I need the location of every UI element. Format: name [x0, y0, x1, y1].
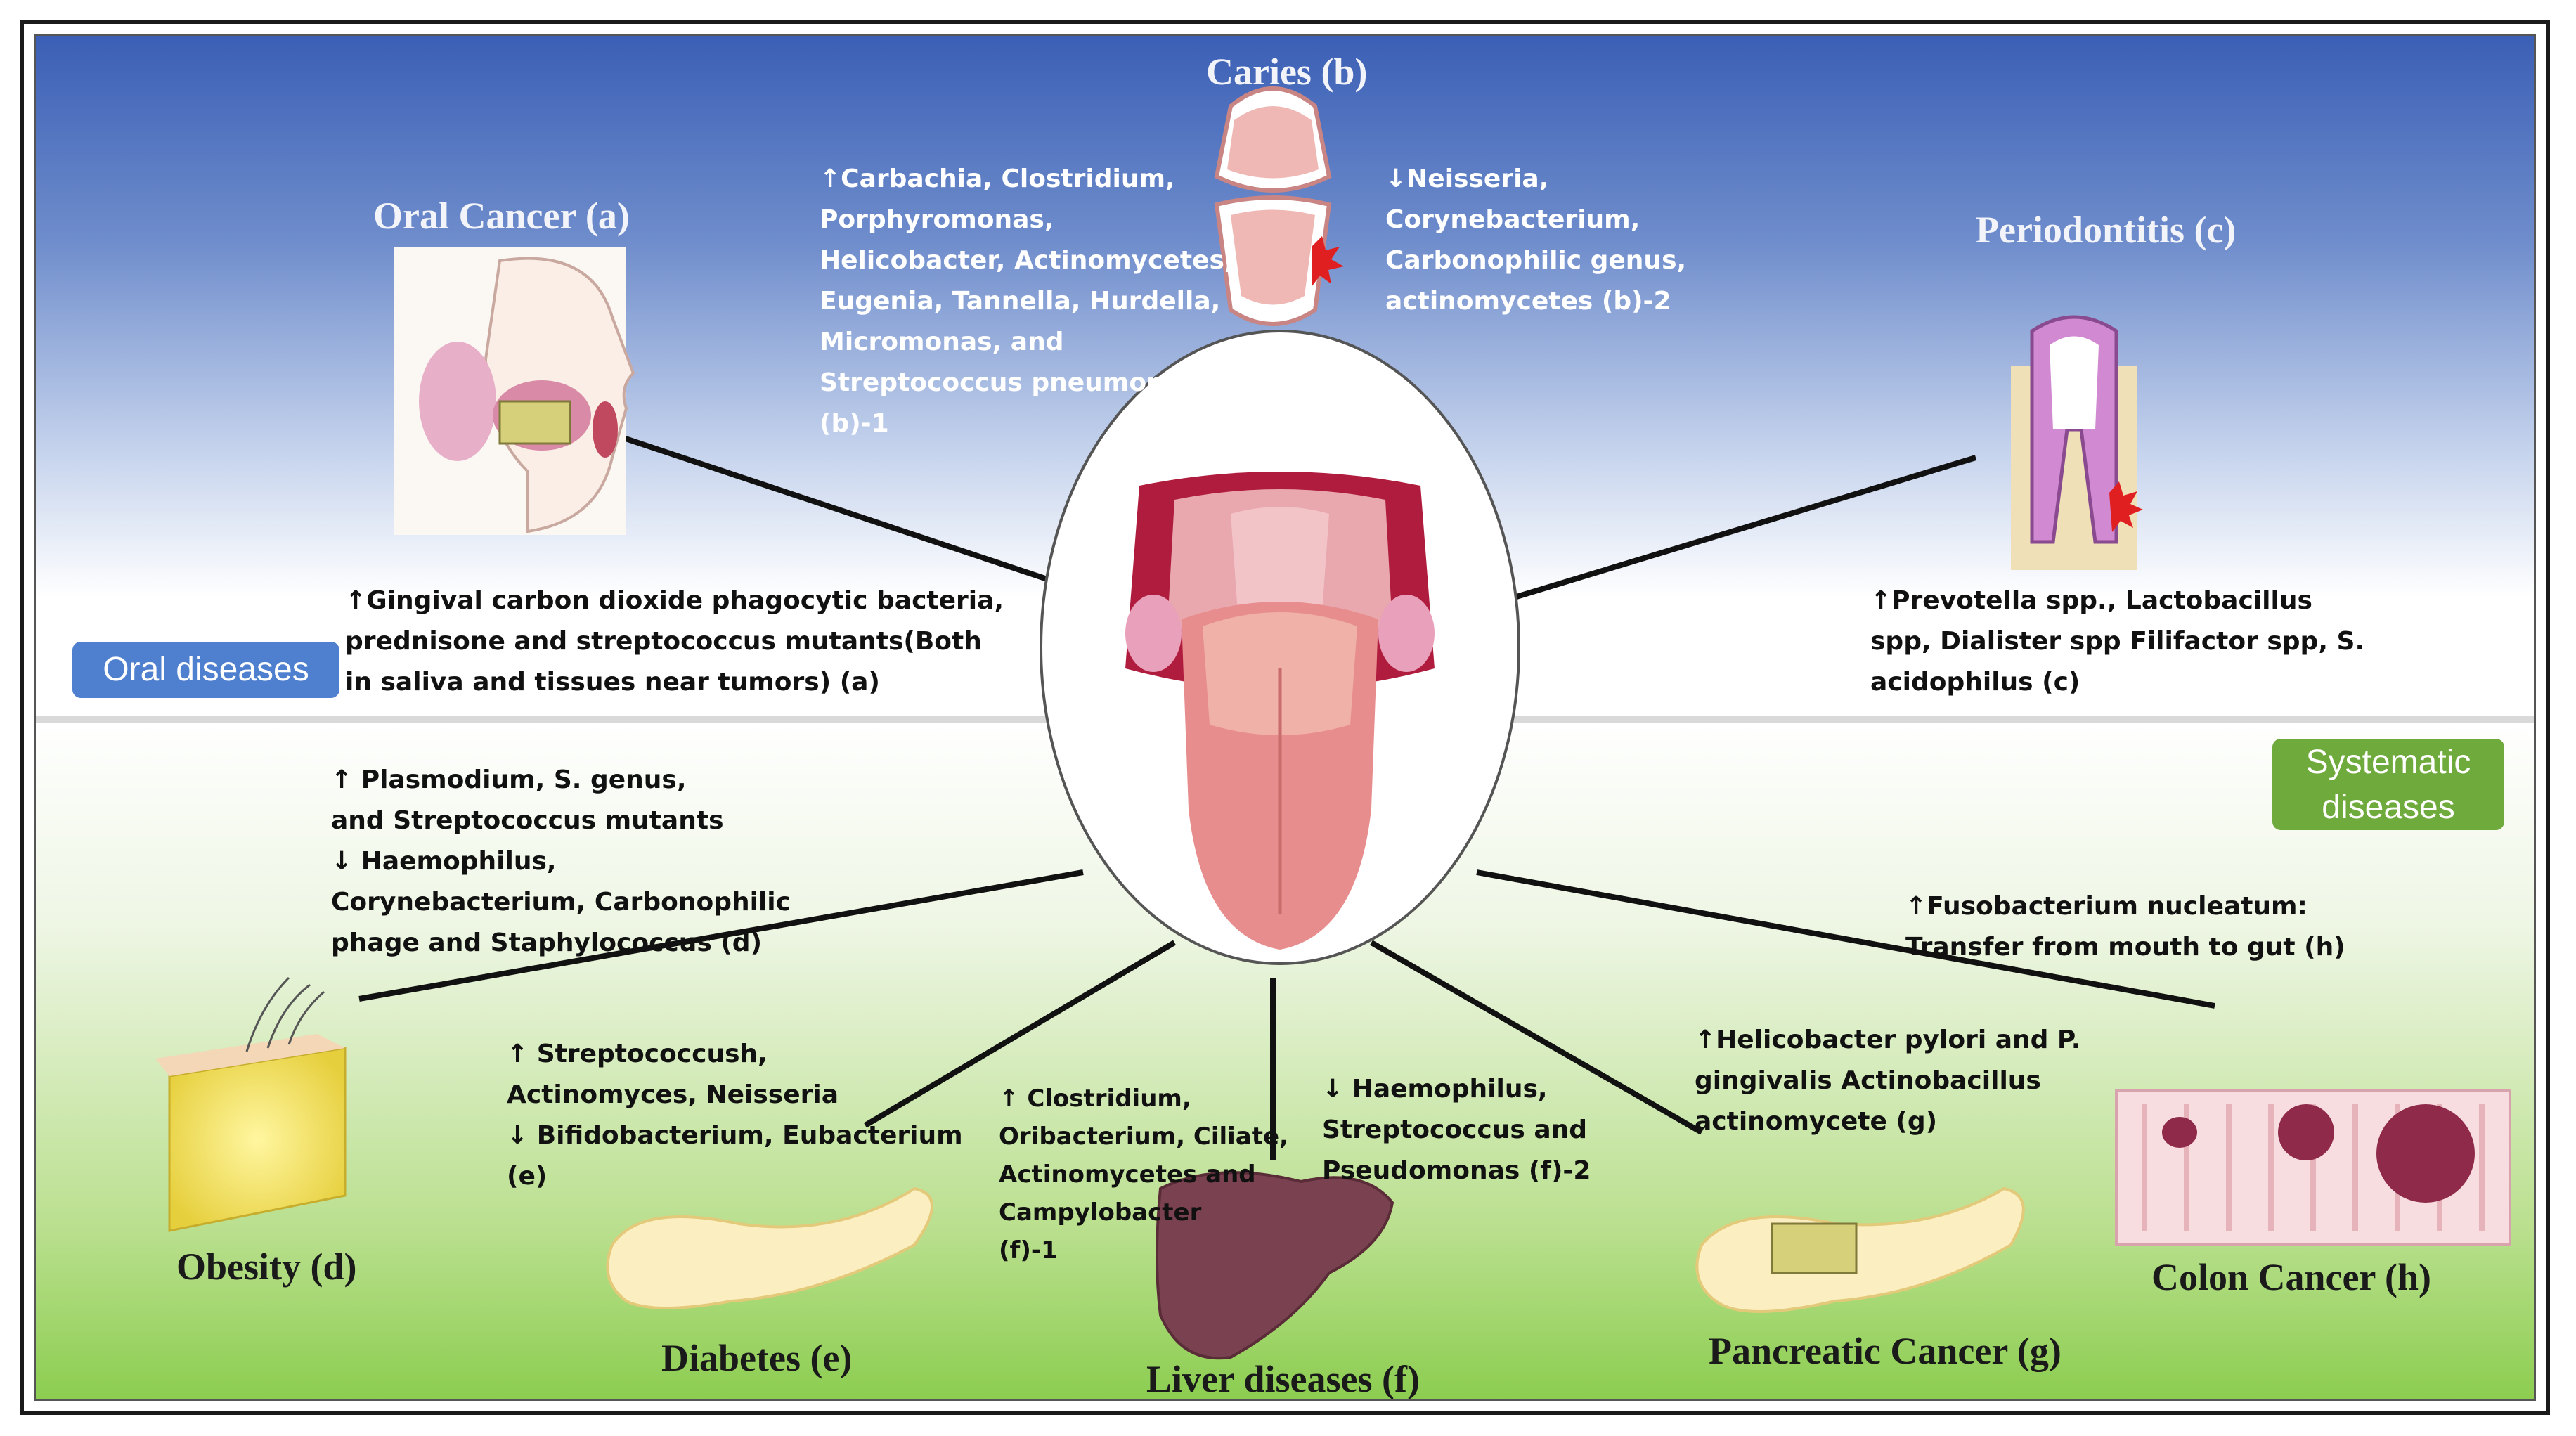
teeth-icon	[1214, 86, 1344, 326]
periodontitis-text: ↑Prevotella spp., Lactobacillus spp, Dia…	[1870, 586, 2365, 697]
liver-text-1: ↑ Clostridium, Oribacterium, Ciliate, Ac…	[999, 1085, 1288, 1264]
caries-title: Caries (b)	[1206, 51, 1368, 93]
systematic-diseases-tag: Systematic diseases	[2272, 739, 2504, 830]
obesity-title: Obesity (d)	[176, 1246, 357, 1288]
connector-lines	[358, 331, 2215, 1160]
oral-diseases-tag: Oral diseases	[72, 642, 339, 698]
pancreas-icon	[606, 1186, 933, 1309]
tooth-icon	[2011, 315, 2143, 570]
pancreas-icon	[1695, 1186, 2025, 1313]
connector-diabetes	[863, 940, 1177, 1128]
diagram-art	[155, 86, 2511, 1360]
connector-oral-cancer	[618, 434, 1085, 594]
oral-cancer-title: Oral Cancer (a)	[373, 195, 630, 237]
liver-text-2: ↓ Haemophilus, Streptococcus and Pseudom…	[1322, 1075, 1591, 1185]
liver-icon	[1156, 1171, 1394, 1360]
pancreatic-text: ↑Helicobacter pylori and P. gingivalis A…	[1695, 1026, 2081, 1136]
tongue-icon	[1040, 330, 1520, 965]
diabetes-text: ↑ Streptococcush, Actinomyces, Neisseria…	[507, 1040, 963, 1191]
connector-colon	[1476, 869, 2215, 1009]
face-icon	[394, 247, 635, 535]
colon-text: ↑Fusobacterium nucleatum: Transfer from …	[1905, 892, 2345, 962]
periodontitis-title: Periodontitis (c)	[1976, 209, 2237, 251]
caries-decrease-text: ↓Neisseria, Corynebacterium, Carbonophil…	[1385, 164, 1687, 316]
oral-cancer-text: ↑Gingival carbon dioxide phagocytic bact…	[345, 586, 1004, 697]
connector-periodontitis	[1510, 455, 1977, 601]
colon-icon	[2115, 1089, 2511, 1246]
connector-pancreatic	[1370, 940, 1703, 1135]
colon-title: Colon Cancer (h)	[2151, 1256, 2431, 1298]
connector-obesity	[358, 869, 1084, 1002]
diabetes-title: Diabetes (e)	[661, 1337, 853, 1379]
liver-title: Liver diseases (f)	[1146, 1358, 1420, 1400]
outer-frame	[20, 20, 2550, 1415]
figure-panel: Oral diseases Systematic diseases Caries…	[34, 34, 2536, 1401]
caries-increase-text: ↑Carbachia, Clostridium, Porphyromonas, …	[820, 164, 1234, 438]
pancreatic-title: Pancreatic Cancer (g)	[1709, 1330, 2062, 1372]
obesity-text: ↑ Plasmodium, S. genus, and Streptococcu…	[331, 765, 791, 957]
skin-tissue-icon	[155, 976, 347, 1232]
